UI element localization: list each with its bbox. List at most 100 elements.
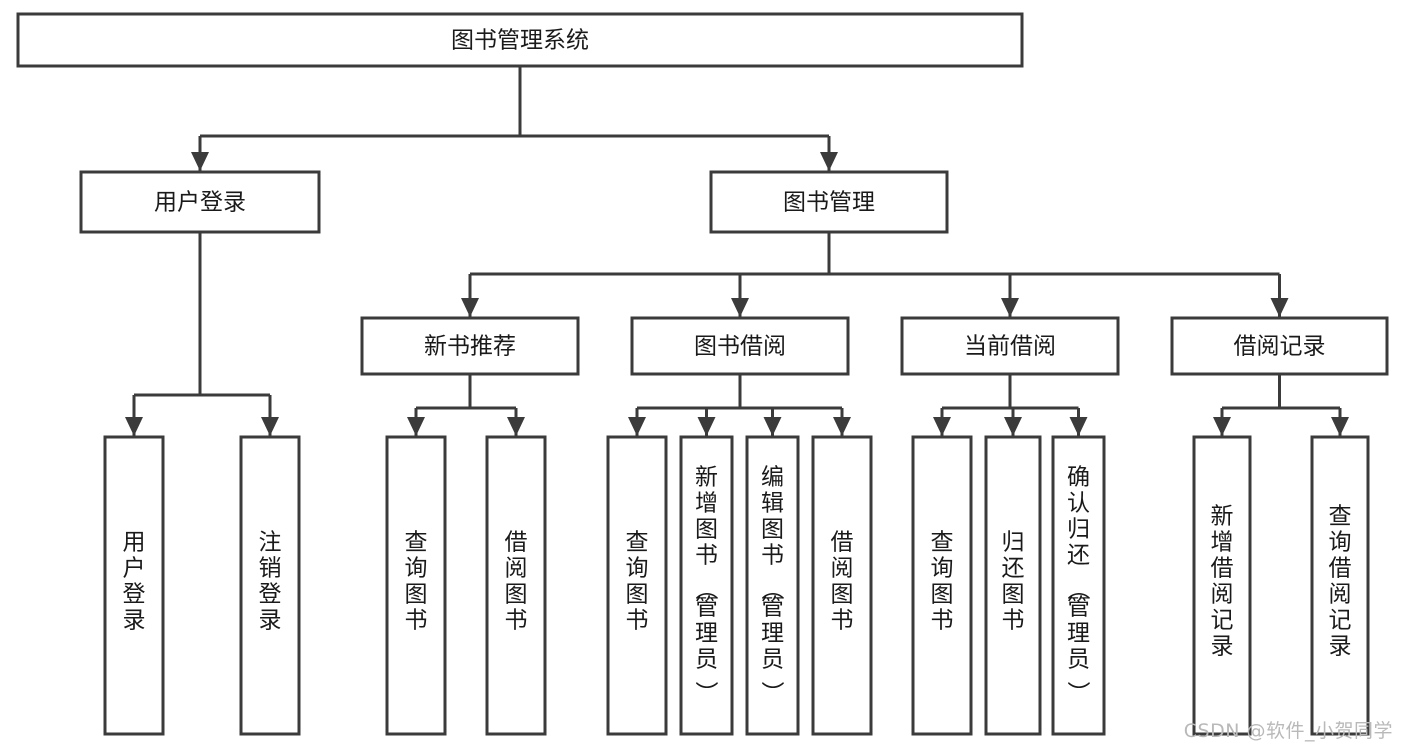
node-label-leaf-confirm-return: 归 [1067,517,1090,543]
node-label-leaf-borrow-book-2: 阅 [831,556,854,582]
node-label-leaf-edit-book: 图 [761,517,784,543]
arrow-head-icon [191,152,209,171]
node-label-leaf-add-book: 书 [695,543,718,569]
node-label-book-borrow: 图书借阅 [694,334,786,360]
node-label-leaf-query-book-3: 询 [931,556,954,582]
node-label-leaf-borrow-book-2: 借 [831,530,854,556]
node-label-leaf-borrow-book-1: 阅 [505,556,528,582]
node-label-leaf-query-book-1: 图 [405,582,428,608]
node-user-login[interactable]: 用户登录 [79,170,321,234]
node-label-leaf-query-book-2: 书 [626,608,649,634]
node-root[interactable]: 图书管理系统 [16,12,1024,68]
node-label-leaf-confirm-return: 认 [1067,491,1090,517]
node-label-leaf-add-borrow-record: 记 [1211,608,1234,634]
node-box-leaf-query-book-2 [606,435,668,736]
node-label-leaf-confirm-return: 管 [1067,595,1090,621]
node-label-leaf-borrow-book-1: 借 [505,530,528,556]
node-new-book-recommend[interactable]: 新书推荐 [360,316,580,376]
node-label-leaf-query-book-2: 查 [626,530,649,556]
node-label-leaf-query-book-2: 询 [626,556,649,582]
node-label-leaf-user-login: 用 [123,530,146,556]
node-label-leaf-add-book: ） [693,681,719,704]
node-label-leaf-query-borrow-record: 录 [1329,634,1352,660]
node-label-leaf-user-login: 录 [123,608,146,634]
node-label-leaf-return-book: 图 [1002,582,1025,608]
node-box-leaf-query-borrow-record [1310,435,1370,736]
arrow-head-icon [1213,417,1231,436]
node-label-leaf-query-borrow-record: 借 [1329,556,1352,582]
node-box-leaf-query-book-3 [911,435,973,736]
node-box-leaf-add-book [679,435,734,736]
node-box-leaf-edit-book [745,435,800,736]
node-box-current-borrow [900,316,1120,376]
node-label-leaf-query-borrow-record: 询 [1329,530,1352,556]
node-box-book-management [709,170,949,234]
node-label-leaf-query-borrow-record: 阅 [1329,582,1352,608]
node-box-leaf-confirm-return [1051,435,1106,736]
node-book-borrow[interactable]: 图书借阅 [630,316,850,376]
node-label-leaf-logout: 注 [259,530,282,556]
node-label-leaf-query-book-1: 书 [405,608,428,634]
watermark-text: CSDN @软件_小贺同学 [1183,720,1393,742]
arrow-head-icon [507,417,525,436]
node-label-leaf-edit-book: 理 [761,621,784,647]
node-box-new-book-recommend [360,316,580,376]
node-label-leaf-add-borrow-record: 新 [1211,504,1234,530]
node-label-leaf-add-borrow-record: 借 [1211,556,1234,582]
arrow-head-icon [833,417,851,436]
node-leaf-user-login[interactable]: 用户登录 [103,435,165,736]
arrow-head-icon [1001,298,1019,317]
node-label-leaf-add-book: 图 [695,517,718,543]
edges-layer [125,66,1349,436]
node-borrow-record[interactable]: 借阅记录 [1170,316,1389,376]
node-label-leaf-logout: 录 [259,608,282,634]
node-box-leaf-borrow-book-1 [485,435,547,736]
node-label-leaf-query-book-3: 查 [931,530,954,556]
node-label-leaf-add-book: 管 [695,595,718,621]
node-label-leaf-query-borrow-record: 查 [1329,504,1352,530]
node-label-leaf-logout: 销 [259,556,282,582]
node-box-root [16,12,1024,68]
node-book-management[interactable]: 图书管理 [709,170,949,234]
node-label-leaf-add-book: 理 [695,621,718,647]
node-label-leaf-edit-book: 员 [761,647,784,673]
node-label-leaf-borrow-book-1: 书 [505,608,528,634]
node-label-leaf-query-borrow-record: 记 [1329,608,1352,634]
arrow-head-icon [763,417,782,436]
node-box-user-login [79,170,321,234]
node-label-leaf-edit-book: （ [759,577,785,600]
node-box-leaf-return-book [984,435,1042,736]
node-label-leaf-confirm-return: ） [1065,681,1091,704]
node-label-leaf-edit-book: 编 [761,465,784,491]
node-box-leaf-query-book-1 [385,435,447,736]
arrow-head-icon [933,417,951,436]
node-label-leaf-confirm-return: 员 [1067,647,1090,673]
node-label-leaf-return-book: 书 [1002,608,1025,634]
node-label-leaf-borrow-book-2: 图 [831,582,854,608]
node-label-leaf-edit-book: ） [759,681,785,704]
node-label-book-management: 图书管理 [783,190,875,216]
node-box-leaf-borrow-book-2 [811,435,873,736]
node-box-leaf-logout [239,435,301,736]
node-label-leaf-edit-book: 管 [761,595,784,621]
node-box-leaf-user-login [103,435,165,736]
arrow-head-icon [1069,417,1088,436]
node-current-borrow[interactable]: 当前借阅 [900,316,1120,376]
arrow-head-icon [407,417,425,436]
node-label-leaf-query-book-3: 书 [931,608,954,634]
arrow-head-icon [461,298,479,317]
node-label-leaf-query-book-1: 询 [405,556,428,582]
